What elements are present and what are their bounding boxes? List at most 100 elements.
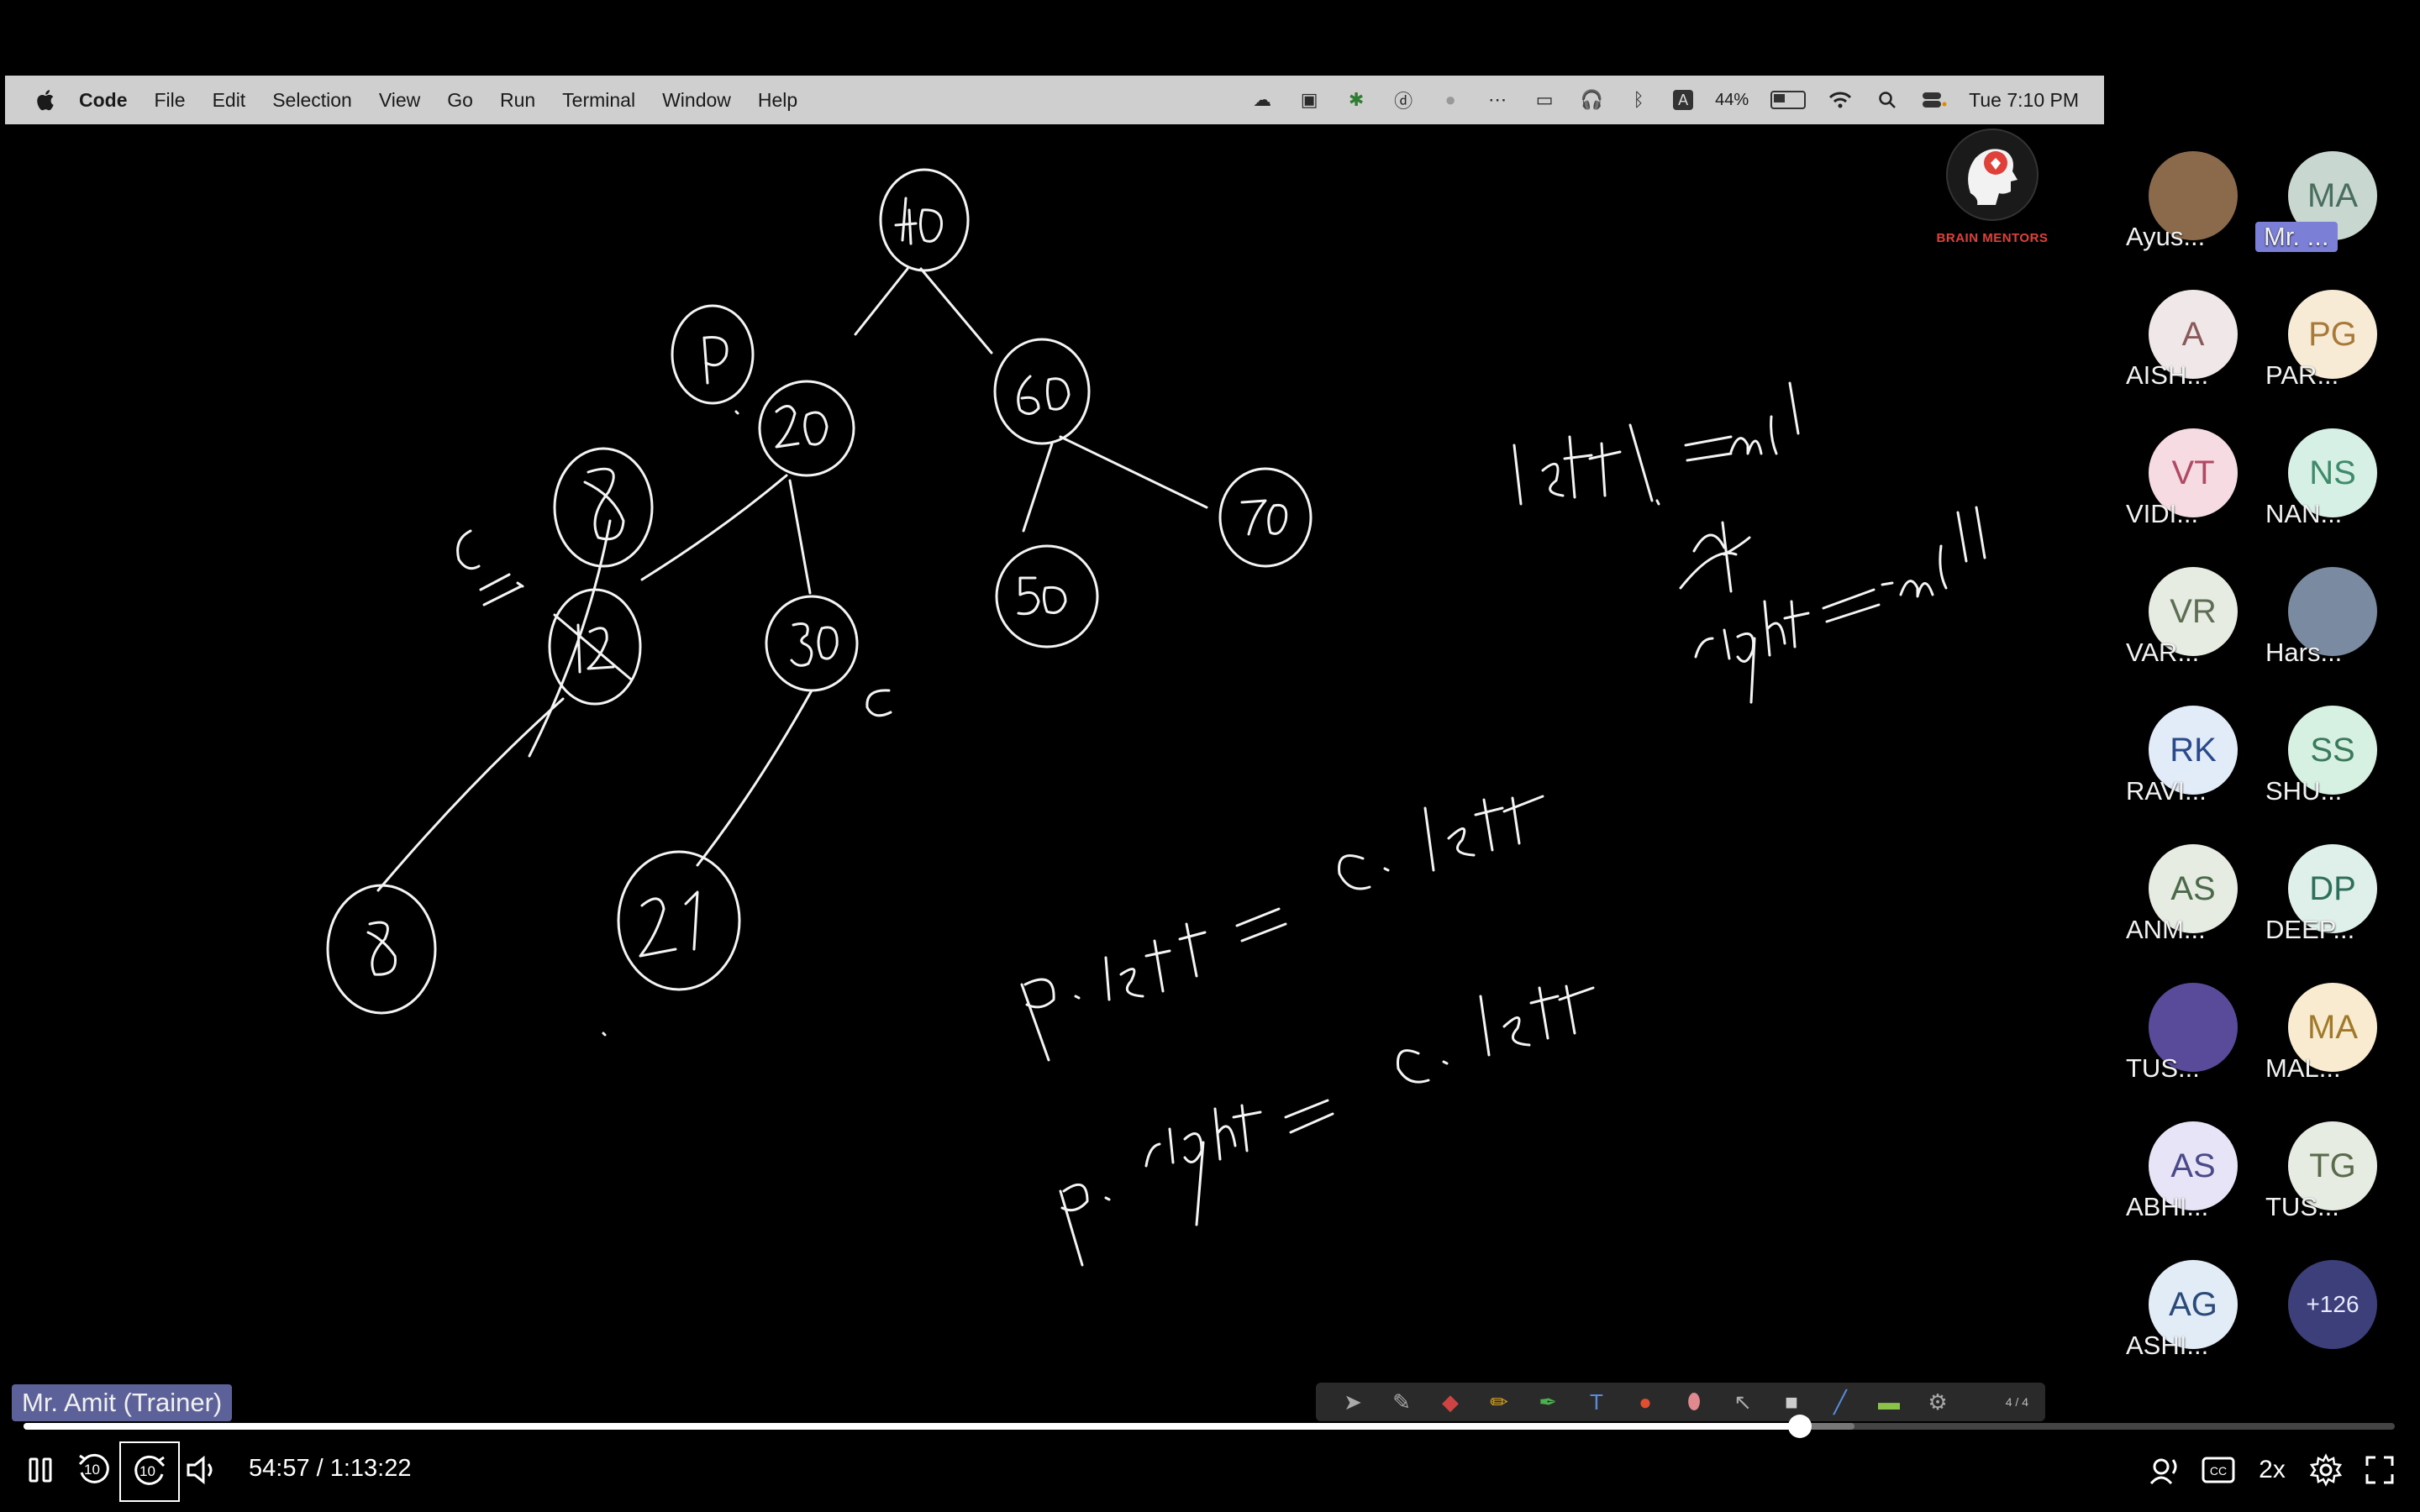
active-speaker-label: Mr. Amit (Trainer) — [12, 1384, 233, 1421]
node-20-label — [775, 405, 829, 449]
rewind-button[interactable]: 10 — [66, 1441, 123, 1499]
node-30-label — [790, 622, 839, 667]
participant-tile[interactable]: Ayus... — [2126, 151, 2252, 269]
menu-app-name[interactable]: Code — [79, 88, 128, 111]
forward-10-icon — [134, 1455, 166, 1485]
participant-name: PAR... — [2265, 360, 2339, 390]
more-participants-tile[interactable]: +126 — [2265, 1260, 2391, 1378]
scrubber-handle[interactable] — [1787, 1415, 1812, 1438]
playback-speed-button[interactable]: 2x — [2259, 1456, 2286, 1483]
participant-name: AISH... — [2126, 360, 2209, 390]
settings-tool-icon[interactable]: ⚙ — [1928, 1389, 1948, 1415]
menu-edit[interactable]: Edit — [212, 88, 246, 111]
d-icon[interactable]: ⓓ — [1394, 91, 1413, 112]
bluetooth-icon[interactable]: ᛒ — [1633, 89, 1644, 110]
keyboard-a-icon[interactable]: A — [1673, 90, 1694, 110]
line-tool-icon[interactable]: ╱ — [1833, 1389, 1847, 1415]
search-icon[interactable] — [1875, 87, 1900, 113]
node-p-label — [702, 335, 729, 385]
participant-tile[interactable]: TUS... — [2126, 983, 2252, 1100]
cc-button[interactable]: CC — [2190, 1441, 2247, 1499]
captions-speaker-button[interactable] — [2136, 1441, 2193, 1499]
participant-tile[interactable]: Hars... — [2265, 567, 2391, 685]
volume-button[interactable] — [173, 1441, 230, 1499]
menu-view[interactable]: View — [378, 88, 421, 111]
speaker-voice-icon — [2149, 1458, 2177, 1485]
node-40-label — [894, 197, 944, 245]
node-70-label — [1240, 499, 1288, 536]
headphones-icon[interactable]: 🎧 — [1580, 89, 1603, 110]
menu-terminal[interactable]: Terminal — [562, 88, 636, 111]
highlighter-tool-icon[interactable]: ✎ — [1392, 1389, 1411, 1415]
menu-help[interactable]: Help — [757, 88, 798, 111]
pen-tool-icon[interactable]: ✒ — [1539, 1389, 1557, 1415]
participant-avatar: AS — [2149, 1121, 2238, 1210]
record-icon[interactable]: ● — [1444, 89, 1456, 110]
menubar-clock[interactable]: Tue 7:10 PM — [1969, 88, 2079, 111]
node-60 — [993, 338, 1091, 445]
participant-name: ABHI... — [2126, 1192, 2209, 1221]
edge-20-12 — [640, 474, 788, 581]
participant-name: ANM... — [2126, 915, 2206, 944]
cursor-tool-icon[interactable]: ↖ — [1733, 1389, 1752, 1415]
participant-name: MAL... — [2265, 1053, 2341, 1083]
menu-go[interactable]: Go — [447, 88, 473, 111]
edge-40-20 — [854, 267, 909, 336]
participant-avatar: VR — [2149, 567, 2238, 656]
fullscreen-button[interactable] — [2351, 1441, 2408, 1499]
screen-share-icon[interactable]: ▣ — [1300, 89, 1318, 110]
shapes-tool-icon[interactable]: ● — [1639, 1389, 1652, 1415]
menu-file[interactable]: File — [154, 88, 186, 111]
fullscreen-icon — [2365, 1456, 2394, 1484]
display-icon[interactable]: ▭ — [1535, 89, 1554, 110]
app-icon[interactable]: ✱ — [1348, 89, 1365, 110]
dots-icon[interactable]: ⋯ — [1488, 89, 1507, 110]
fill-tool-icon[interactable]: ■ — [1785, 1389, 1798, 1415]
marker-tool-icon[interactable]: ◆ — [1442, 1389, 1459, 1415]
apple-icon[interactable] — [34, 87, 59, 113]
wifi-icon[interactable] — [1828, 87, 1853, 113]
menu-run[interactable]: Run — [499, 88, 536, 111]
edge-20-30 — [788, 479, 812, 595]
menu-selection[interactable]: Selection — [272, 88, 352, 111]
strike-8 — [528, 519, 612, 758]
menu-window[interactable]: Window — [662, 88, 731, 111]
participant-photo — [2149, 983, 2238, 1072]
participant-name: TUS... — [2126, 1053, 2200, 1083]
battery-icon[interactable] — [1770, 91, 1807, 109]
pointer-tool-icon[interactable]: ➤ — [1344, 1389, 1362, 1415]
forward-button[interactable]: 10 — [119, 1441, 180, 1502]
pause-button[interactable] — [12, 1441, 69, 1499]
whiteboard — [0, 124, 2105, 1384]
text-tool-icon[interactable]: T — [1590, 1389, 1603, 1415]
timecode: 54:57 / 1:13:22 — [249, 1455, 412, 1482]
background-tool-icon[interactable]: ▬ — [1878, 1389, 1900, 1415]
control-center-icon[interactable] — [1922, 87, 1947, 113]
video-progress-bar[interactable] — [24, 1415, 2395, 1438]
pencil-tool-icon[interactable]: ✏ — [1490, 1389, 1508, 1415]
svg-text:CC: CC — [2210, 1464, 2227, 1478]
eraser-tool-icon[interactable]: ⬮ — [1686, 1389, 1702, 1414]
participant-avatar: PG — [2288, 290, 2377, 379]
participant-avatar: NS — [2288, 428, 2377, 517]
participant-name: VAR... — [2126, 638, 2200, 667]
participant-name: VIDI... — [2126, 499, 2199, 528]
creative-cloud-icon[interactable]: ☁ — [1253, 89, 1272, 110]
settings-button[interactable] — [2297, 1441, 2354, 1499]
participant-name: ASHI... — [2126, 1331, 2209, 1360]
